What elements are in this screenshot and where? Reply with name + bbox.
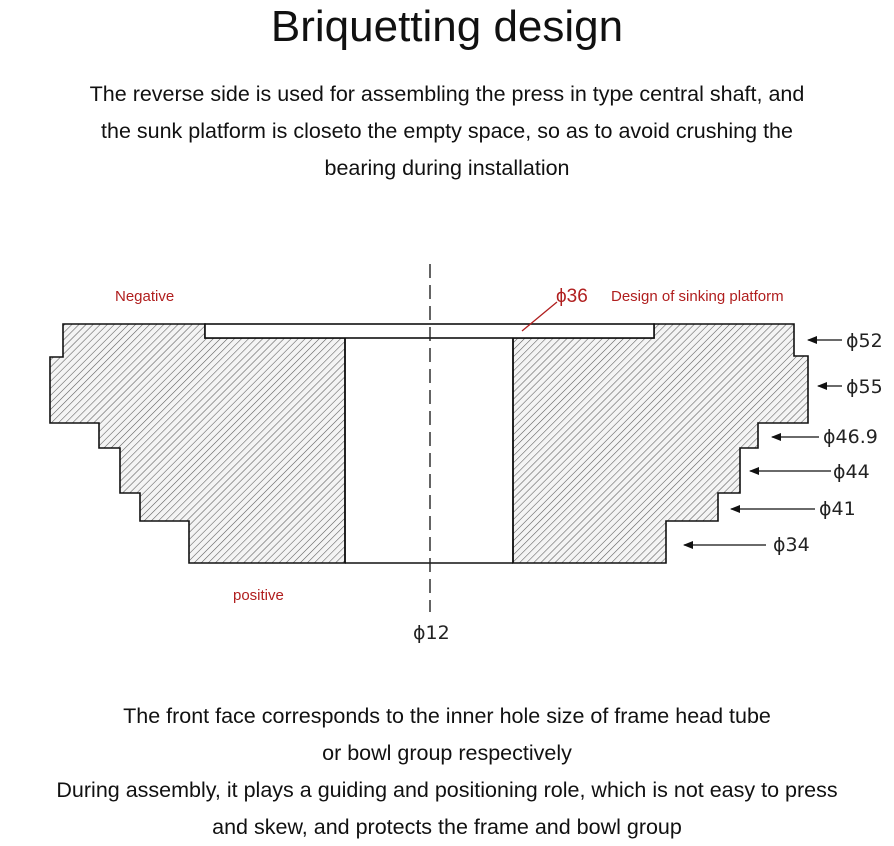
outro-line-2: or bowl group respectively	[322, 741, 572, 765]
negative-label: Negative	[115, 288, 174, 305]
positive-label: positive	[233, 587, 284, 604]
outro-line-3: During assembly, it plays a guiding and …	[56, 778, 838, 802]
intro-line-1: The reverse side is used for assembling …	[89, 82, 805, 106]
dim-d34: ϕ34	[773, 534, 810, 556]
page-title: Briquetting design	[270, 2, 624, 51]
center-bore	[344, 338, 514, 564]
dim-d44: ϕ44	[833, 461, 870, 483]
dim-d55: ϕ55	[846, 376, 883, 398]
right-section	[512, 323, 809, 564]
outro-text: The front face corresponds to the inner …	[0, 698, 894, 846]
dim-d41: ϕ41	[819, 498, 856, 520]
dim-d46-9: ϕ46.9	[823, 426, 878, 448]
sink-label: Design of sinking platform	[611, 288, 784, 305]
outro-line-4: and skew, and protects the frame and bow…	[212, 815, 682, 839]
intro-line-3: bearing during installation	[324, 156, 570, 180]
outro-line-1: The front face corresponds to the inner …	[123, 704, 771, 728]
sink-dimension: ϕ36	[556, 286, 588, 307]
intro-line-2: the sunk platform is closeto the empty s…	[101, 119, 793, 143]
bore-dimension: ϕ12	[413, 622, 450, 644]
dim-d52: ϕ52	[846, 330, 883, 352]
left-section	[49, 323, 346, 564]
intro-text: The reverse side is used for assembling …	[0, 76, 894, 187]
sink-leader	[521, 301, 558, 332]
